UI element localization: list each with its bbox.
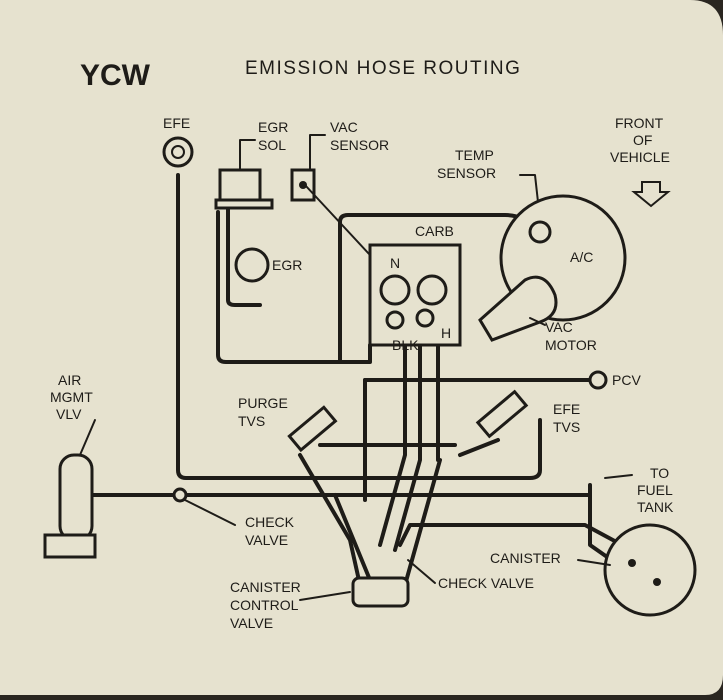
check-valve-label-1: CHECK: [245, 514, 295, 530]
front-arrow-icon: [631, 181, 671, 208]
fuel-tank-label-2: FUEL: [637, 482, 673, 498]
efe-tvs-label-1: EFE: [553, 401, 580, 417]
front-label-1: FRONT: [615, 115, 664, 131]
fuel-tank-label-1: TO: [650, 465, 669, 481]
vac-motor-label-2: MOTOR: [545, 337, 597, 353]
check-valve-label-2: VALVE: [245, 532, 288, 548]
purge-tvs-label-1: PURGE: [238, 395, 288, 411]
canister-check-valve-label: CHECK VALVE: [438, 575, 534, 591]
egr-valve: [234, 247, 270, 283]
vac-sensor-label-1: VAC: [330, 119, 358, 135]
carb-blk-label: BLK: [392, 337, 419, 353]
temp-sensor-label-1: TEMP: [455, 147, 494, 163]
carb-port-h-label: H: [441, 325, 451, 341]
vac-motor-label-1: VAC: [545, 319, 573, 335]
air-management-valve: [58, 453, 94, 542]
air-mgmt-label-1: AIR: [58, 372, 81, 388]
ccv-label-2: CONTROL: [230, 597, 299, 613]
vehicle-code: YCW: [80, 59, 151, 92]
temp-sensor: [528, 220, 552, 244]
ccv-label-3: VALVE: [230, 615, 273, 631]
front-label-2: OF: [633, 132, 652, 148]
front-label-3: VEHICLE: [610, 149, 670, 165]
efe-label: EFE: [163, 115, 190, 131]
vac-motor: [478, 275, 558, 342]
ac-label: A/C: [570, 249, 593, 265]
carb-label: CARB: [415, 223, 454, 239]
canister-control-valve: [351, 576, 410, 608]
air-mgmt-label-3: VLV: [56, 406, 82, 422]
ccv-label-1: CANISTER: [230, 579, 301, 595]
efe-tvs: [475, 389, 529, 439]
pcv-label: PCV: [612, 372, 641, 388]
air-mgmt-label-2: MGMT: [50, 389, 93, 405]
vac-sensor-label-2: SENSOR: [330, 137, 389, 153]
check-valve: [172, 487, 188, 503]
pcv-valve: [588, 370, 608, 390]
efe-fitting: [162, 136, 194, 168]
efe-tvs-label-2: TVS: [553, 419, 580, 435]
egr-sol-label-1: EGR: [258, 119, 288, 135]
canister-label: CANISTER: [490, 550, 561, 566]
egr-label: EGR: [272, 257, 302, 273]
hose-lines: [88, 173, 652, 587]
purge-tvs: [287, 405, 338, 453]
purge-tvs-label-2: TVS: [238, 413, 265, 429]
diagram-title: EMISSION HOSE ROUTING: [245, 58, 521, 79]
charcoal-canister: [603, 523, 697, 617]
fuel-tank-label-3: TANK: [637, 499, 674, 515]
egr-sol-label-2: SOL: [258, 137, 286, 153]
temp-sensor-label-2: SENSOR: [437, 165, 496, 181]
carb-port-n-label: N: [390, 255, 400, 271]
